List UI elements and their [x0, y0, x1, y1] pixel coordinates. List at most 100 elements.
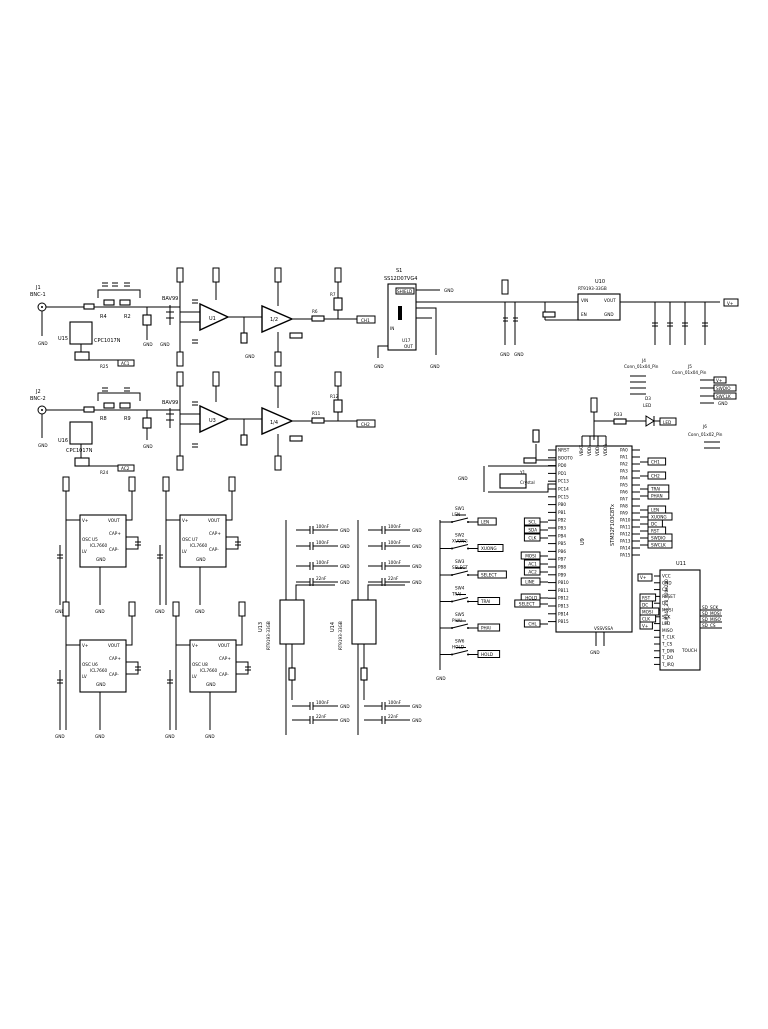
- mcu-pin-pa5: PA5: [620, 483, 628, 488]
- reg-cap-value: 100nF: [316, 560, 330, 565]
- svg-text:U11: U11: [676, 561, 686, 567]
- net-label-ch1: CH1: [651, 460, 660, 465]
- lcd-sd-sd_miso: SD_MISO: [702, 617, 721, 622]
- mcu-pin-pd0: PD0: [558, 463, 567, 468]
- svg-text:GND: GND: [458, 476, 468, 481]
- svg-text:LED: LED: [663, 420, 671, 425]
- ch1-opamp-12: [261, 304, 294, 334]
- mcu-pin-pa4: PA4: [620, 476, 628, 481]
- svg-text:R33: R33: [614, 412, 623, 417]
- reg-cap-value: 22nF: [388, 576, 399, 581]
- pump-pin-label: VOUT: [108, 518, 120, 523]
- svg-text:1/4: 1/4: [270, 420, 278, 426]
- pump-pin-label: OSC: [182, 537, 191, 542]
- lcd-module-u11: U11 ILI9341_2.4_320x240 TOUCH VCCGNDCSRE…: [637, 561, 722, 671]
- mcu-pin-pb12: PB12: [558, 596, 569, 601]
- mcu-pin-pb10: PB10: [558, 580, 569, 585]
- svg-text:GND: GND: [718, 401, 728, 406]
- mcu-pin-pa9: PA9: [620, 511, 628, 516]
- pump-pin-label: VOUT: [108, 643, 120, 648]
- pump-pin-label: GND: [196, 557, 206, 562]
- mcu-pin-nrst: NRST: [558, 448, 570, 453]
- ch2-r12: R12: [330, 394, 339, 399]
- mcu-left-pins: NRSTBOOT0PD0PD1PC13PC14PC15PB0PB1PB2PB3P…: [548, 448, 573, 624]
- lcd-pin-cs: CS: [662, 587, 668, 592]
- button-ref: SW2: [455, 533, 465, 538]
- svg-text:GND: GND: [514, 352, 524, 357]
- ch1-r7: R7: [330, 292, 336, 297]
- ch1-r4: R4: [100, 314, 107, 320]
- mcu-pin-top: VDDA: [603, 444, 608, 456]
- net-label-trai: TRAI: [650, 487, 660, 492]
- svg-text:U10: U10: [595, 279, 605, 285]
- pump-pin-label: V+: [82, 518, 89, 523]
- net-label-clk: CLK: [528, 536, 536, 541]
- pump-pin-label: V+: [192, 643, 199, 648]
- lcd-pin-t_clk: T_CLK: [661, 635, 675, 640]
- mcu-body: [555, 445, 633, 633]
- ch1-u15: U15: [58, 336, 68, 342]
- svg-text:U1: U1: [209, 316, 216, 322]
- reg-cap-value: 100nF: [316, 540, 330, 545]
- net-label-phan: PHAN: [651, 494, 663, 499]
- svg-text:SWCLK: SWCLK: [716, 394, 731, 399]
- net-label-scl: SCL: [528, 520, 537, 525]
- reg-cap-value: 100nF: [388, 700, 402, 705]
- j4-value: Conn_01x04_Pin: [624, 364, 659, 369]
- button-ref: SW1: [455, 506, 465, 511]
- mcu-pin-pa7: PA7: [620, 497, 628, 502]
- mcu-pin-pb6: PB6: [558, 549, 566, 554]
- lcd-pin-reset: RESET: [662, 594, 676, 599]
- pump-pin-label: LV: [82, 549, 87, 554]
- svg-text:OUT: OUT: [404, 344, 413, 349]
- gnd-label: GND: [412, 564, 422, 569]
- gnd-label: GND: [195, 609, 205, 614]
- net-label-xuong: XUONG: [651, 515, 667, 520]
- svg-text:U13: U13: [258, 622, 264, 632]
- svg-text:CH2: CH2: [361, 422, 370, 427]
- gnd-label: GND: [340, 544, 350, 549]
- pump-pin-label: LV: [192, 674, 197, 679]
- pump-ref: U5: [92, 537, 98, 542]
- button-ref: SW3: [455, 559, 465, 564]
- j6-ref: J6: [702, 424, 707, 429]
- button-net-label: [477, 623, 501, 632]
- svg-text:SHIELD: SHIELD: [397, 289, 412, 294]
- lcd-vplus-text: V+: [640, 575, 647, 580]
- gnd-label: GND: [55, 609, 65, 614]
- mcu-pin-pd1: PD1: [558, 471, 567, 476]
- net-label-chl: CHL: [528, 622, 537, 627]
- pump-pin-label: LV: [182, 549, 187, 554]
- j2-value: BNC-2: [30, 396, 46, 402]
- lcd-sd-sd_cs: SD_CS: [702, 623, 716, 628]
- button-net-label: [477, 517, 497, 526]
- reg-cap-value: 22nF: [388, 714, 399, 719]
- lcd-pin-mosi: MOSI: [662, 608, 673, 613]
- svg-text:U3: U3: [209, 418, 216, 424]
- pump-pin-label: CAP+: [219, 656, 231, 661]
- header-connectors: J4 Conn_01x04_Pin J5 Conn_01x04_Pin V+ S…: [624, 358, 737, 449]
- svg-text:TOUCH: TOUCH: [681, 648, 697, 653]
- j2-ref: J2: [35, 389, 41, 395]
- mcu-pin-pa14: PA14: [620, 546, 631, 551]
- ch2-cpc1017n: CPC1017N: [66, 448, 93, 454]
- net-label-ac2: AC2: [528, 570, 537, 575]
- mcu-pin-pb8: PB8: [558, 565, 566, 570]
- svg-text:VIN: VIN: [581, 298, 588, 303]
- mcu-pin-pb1: PB1: [558, 510, 566, 515]
- reg-cap-value: 100nF: [388, 560, 402, 565]
- mcu-pin-pa3: PA3: [620, 469, 628, 474]
- ch2-out-net-label: [356, 419, 376, 428]
- button-net-text: LEN: [481, 520, 489, 525]
- pump-pin-label: VOUT: [208, 518, 220, 523]
- gnd-label: GND: [412, 544, 422, 549]
- pump-pin-label: VOUT: [218, 643, 230, 648]
- svg-text:AC1: AC1: [121, 361, 130, 366]
- gnd-label: GND: [155, 609, 165, 614]
- svg-text:STM32F103C8Tx: STM32F103C8Tx: [610, 504, 616, 546]
- svg-text:GND: GND: [143, 342, 153, 347]
